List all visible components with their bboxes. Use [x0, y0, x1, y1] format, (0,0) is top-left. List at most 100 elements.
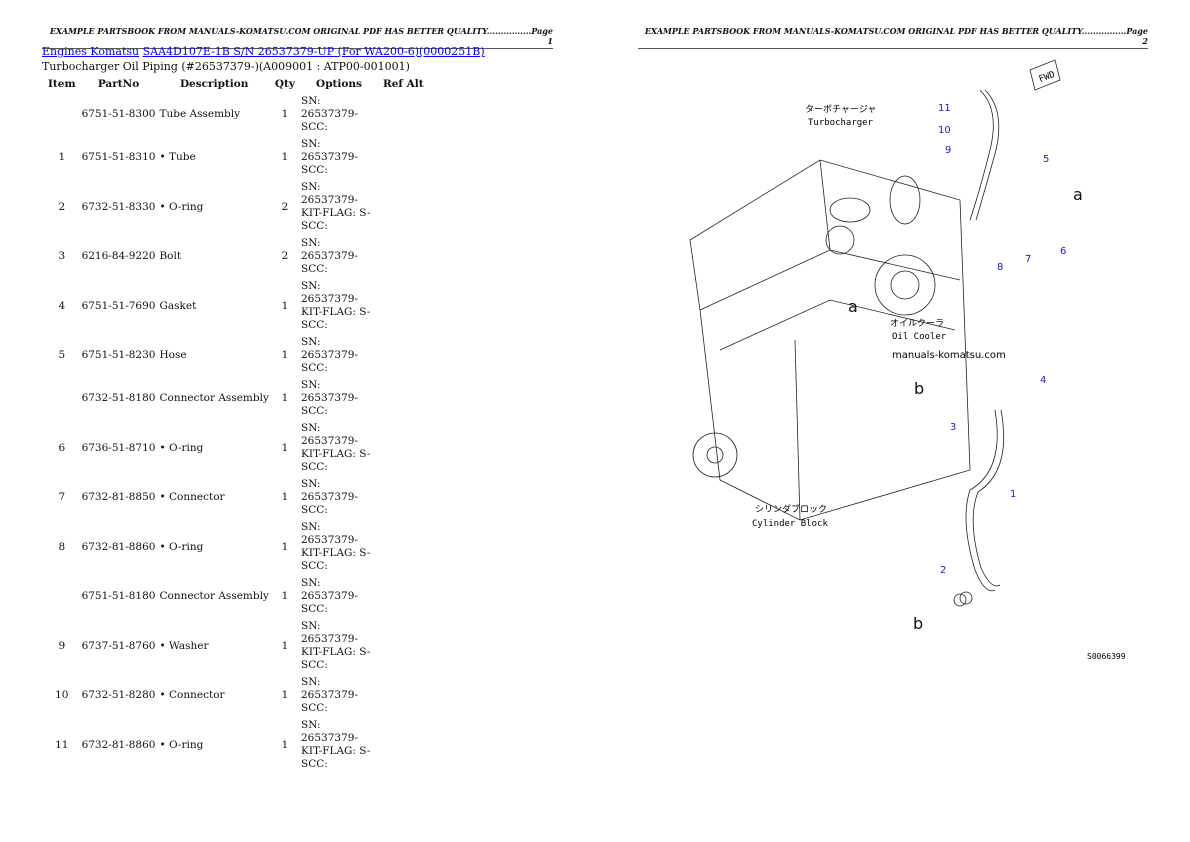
callout-label: 3: [950, 422, 956, 433]
cell-item: 10: [55, 689, 69, 701]
cell-qty: 1: [281, 738, 289, 751]
column-header: Description: [179, 78, 249, 90]
cell-qty: 1: [281, 151, 289, 163]
cell-desc: • Tube: [159, 151, 196, 163]
cell-desc: • O-ring: [159, 540, 204, 553]
breadcrumb-engines-link[interactable]: Engines Komatsu: [42, 45, 140, 58]
callout-label: 10: [938, 125, 951, 136]
engine-drawing: [689, 59, 1061, 607]
callout-label: 11: [938, 103, 951, 114]
callout-label: 8: [997, 262, 1003, 273]
cell-desc: • Connector: [159, 491, 225, 503]
cell-item: 2: [58, 200, 66, 213]
cell-desc: • O-ring: [159, 200, 204, 213]
cell-ref-alt: [379, 377, 428, 420]
cell-ref-alt: [379, 519, 428, 575]
cell-opt: SN: 26537379-SCC:: [301, 95, 358, 133]
cell-ref-alt: [379, 93, 428, 136]
cell-opt: SN: 26537379-SCC:: [301, 237, 358, 275]
cell-part: 6736-51-8710: [81, 441, 156, 454]
cell-opt: SN: 26537379-KIT-FLAG: S-SCC:: [301, 181, 371, 232]
cell-qty: 1: [281, 392, 289, 404]
cell-ref-alt: [379, 476, 428, 519]
cell-ref-alt: [379, 334, 428, 377]
page-title: Turbocharger Oil Piping (#26537379-)(A00…: [42, 60, 410, 73]
cell-qty: 2: [281, 250, 289, 262]
cell-item: 6: [58, 441, 66, 454]
column-header: PartNo: [97, 78, 140, 90]
cell-opt: SN: 26537379-SCC:: [301, 379, 358, 417]
cell-qty: 2: [281, 200, 289, 213]
cell-desc: Hose: [159, 349, 187, 361]
cell-part: 6751-51-8300: [81, 108, 156, 120]
cell-item: 3: [58, 250, 66, 262]
cell-opt: SN: 26537379-SCC:: [301, 336, 358, 374]
cell-ref-alt: [379, 278, 428, 334]
cell-part: 6751-51-8230: [81, 349, 156, 361]
callout-label: 5: [1043, 154, 1049, 165]
column-header: Qty: [274, 78, 295, 90]
cell-opt: SN: 26537379-SCC:: [301, 478, 358, 516]
cell-item: 1: [58, 151, 66, 163]
cylinder-block-jp-label: シリンダブロック: [755, 503, 827, 515]
column-header: Item: [48, 78, 76, 90]
callout-label: 1: [1010, 489, 1016, 500]
cell-ref-alt: [379, 674, 428, 717]
cell-item: 5: [58, 349, 66, 361]
cell-item: 9: [58, 639, 66, 652]
callout-label: 4: [1040, 375, 1046, 386]
cell-opt: SN: 26537379-SCC:: [301, 138, 358, 176]
cell-ref-alt: [379, 136, 428, 179]
cell-item: 7: [58, 491, 66, 503]
callout-label: 6: [1060, 246, 1066, 257]
cell-qty: 1: [281, 491, 289, 503]
cell-ref-alt: [379, 179, 428, 235]
cell-item: 11: [55, 738, 69, 751]
cell-qty: 1: [281, 540, 289, 553]
cell-opt: SN: 26537379-KIT-FLAG: S-SCC:: [301, 620, 371, 671]
cell-desc: Bolt: [159, 250, 182, 262]
oil-cooler-label: Oil Cooler: [892, 332, 947, 342]
cell-ref-alt: [379, 235, 428, 278]
cell-part: 6732-51-8180: [81, 392, 156, 404]
turbocharger-jp-label: ターボチャージャ: [805, 104, 876, 115]
cell-item: 4: [58, 299, 66, 312]
cell-part: 6737-51-8760: [81, 639, 156, 652]
callout-label: a: [848, 297, 858, 316]
cell-qty: 1: [281, 349, 289, 361]
cell-part: 6732-51-8330: [81, 200, 156, 213]
cell-ref-alt: [379, 575, 428, 618]
cell-part: 6751-51-8310: [81, 151, 156, 163]
cell-part: 6732-81-8860: [81, 540, 156, 553]
column-header: Options: [316, 78, 362, 90]
cell-ref-alt: [379, 420, 428, 476]
table-row: 2 6732-51-8330• O-ring 2 SN: 26537379-KIT-F…: [44, 179, 428, 235]
cell-part: 6216-84-9220: [81, 250, 156, 262]
page-header-right: EXAMPLE PARTSBOOK FROM MANUALS-KOMATSU.C…: [638, 26, 1148, 49]
oil-cooler-jp-label: オイルクーラ: [890, 318, 944, 329]
callout-label: 7: [1025, 254, 1031, 265]
cell-part: 6732-81-8850: [81, 491, 156, 503]
cylinder-block-label: Cylinder Block: [752, 519, 828, 529]
parts-diagram: FWD ターボチャージャ Turbocharger オイルクーラ Oil Coo…: [689, 59, 1126, 661]
cell-desc: Connector Assembly: [159, 590, 269, 602]
breadcrumb: Engines Komatsu SAA4D107E-1B S/N 2653737…: [42, 45, 485, 58]
callout-label: 2: [940, 565, 946, 576]
breadcrumb-model-link[interactable]: SAA4D107E-1B S/N 26537379-UP (For WA200-…: [142, 45, 485, 58]
table-row: 1 6751-51-8310• Tube 1 SN: 26537379-SCC:: [44, 136, 428, 179]
cell-item: [44, 377, 80, 420]
cell-item: 8: [58, 540, 66, 553]
cell-qty: 1: [281, 639, 289, 652]
turbocharger-label: Turbocharger: [808, 118, 874, 128]
cell-item: [44, 93, 80, 136]
cell-ref-alt: [379, 717, 428, 773]
page-header-left: EXAMPLE PARTSBOOK FROM MANUALS-KOMATSU.C…: [42, 26, 553, 49]
callout-label: 9: [945, 145, 951, 156]
callout-label: b: [914, 379, 924, 398]
